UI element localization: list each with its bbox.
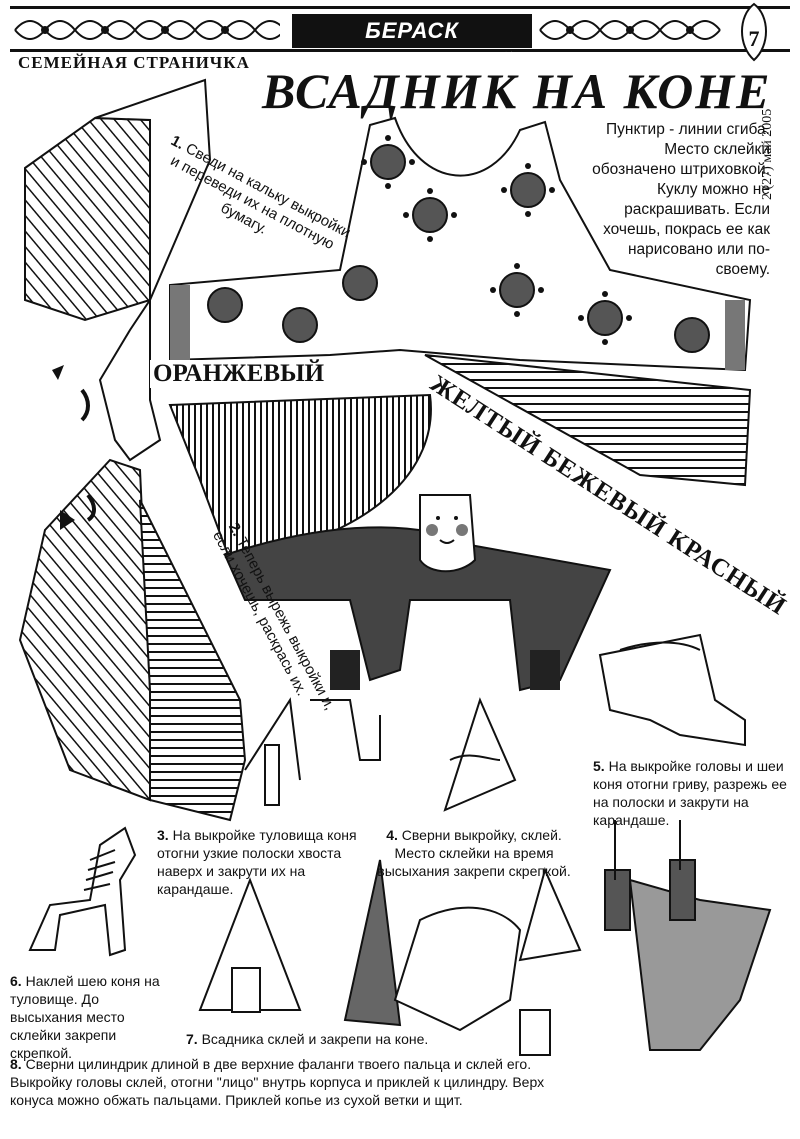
step5-illustration [598,633,746,747]
rider-cloak-pattern [169,116,752,372]
step-4-text: 4. Сверни выкройку, склей. Место склейки… [370,826,578,880]
leaf-ornament-icon [741,2,767,62]
step-6-number: 6. [10,973,22,989]
step-7-number: 7. [186,1031,198,1047]
medallion-dots [361,135,632,345]
step7-illustration [198,859,522,1032]
step4-illustration [443,697,517,812]
page-number-badge: 7 [734,2,774,62]
step-3-body: На выкройке туловища коня отогни узкие п… [157,827,357,897]
rider-skirt-pattern [168,354,752,692]
ornament-left [14,20,280,40]
step6-horse-illustration [28,826,137,957]
page-number: 7 [748,26,760,51]
step-4-body: Сверни выкройку, склей. Место склейки на… [377,827,571,879]
step-7-body: Всадника склей и закрепи на коне. [201,1031,429,1047]
step-5-body: На выкройке головы и шеи коня отогни гри… [593,758,787,828]
masthead: БЕРАСК ПРАВОСЛАВНЫЙ [10,6,790,77]
step-3-text: 3. На выкройке туловища коня отогни узки… [157,826,367,898]
ornament-right [539,20,721,40]
step-5-text: 5. На выкройке головы и шеи коня отогни … [593,757,788,829]
page-title: ВСАДНИК НА КОНЕ [262,63,772,119]
section-label: СЕМЕЙНАЯ СТРАНИЧКА [18,53,250,72]
step-8-number: 8. [10,1056,22,1072]
step-8-text: 8. Сверни цилиндрик длиной в две верхние… [10,1055,570,1109]
step-3-number: 3. [157,827,169,843]
step8-illustration [518,820,772,1056]
step3-illustration [244,697,381,806]
horse-body-pattern [18,78,247,822]
step-8-body: Сверни цилиндрик длиной в две верхние фа… [10,1056,545,1108]
step-4-number: 4. [386,827,398,843]
cloak-medallions [207,144,710,353]
newspaper-title: БЕРАСК ПРАВОСЛАВНЫЙ [292,14,532,77]
step-5-number: 5. [593,758,605,774]
step-7-text: 7. Всадника склей и закрепи на коне. [186,1030,526,1048]
step-6-body: Наклей шею коня на туловище. До высыхани… [10,973,160,1061]
color-label-orange: ОРАНЖЕВЫЙ [150,360,328,388]
step-6-text: 6. Наклей шею коня на туловище. До высых… [10,972,170,1062]
intro-text: Пунктир - линии сгиба. Место склейки обо… [592,121,770,278]
